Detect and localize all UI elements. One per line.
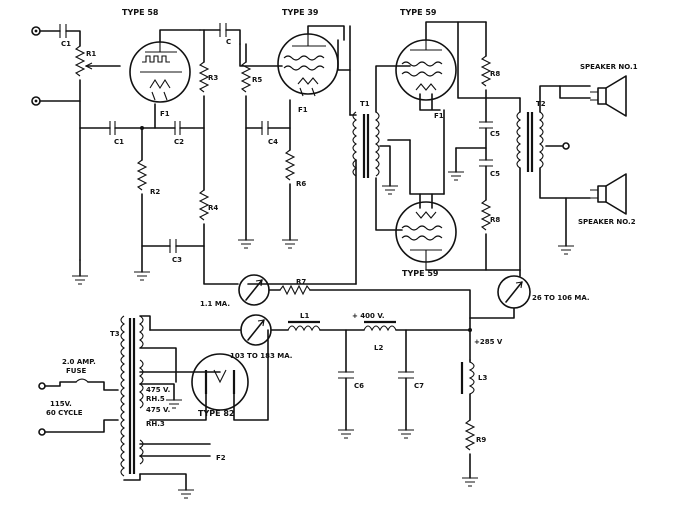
label-c-coupling: C — [226, 38, 231, 46]
tube-type-59-bottom — [395, 193, 521, 271]
label-285v: +285 V — [474, 338, 503, 346]
label-r8-top: R8 — [490, 70, 500, 78]
label-c1b: C1 — [114, 138, 124, 146]
labels: TYPE 58 TYPE 39 TYPE 59 TYPE 59 TYPE 82 … — [46, 8, 638, 462]
label-c5-top: C5 — [490, 130, 500, 138]
label-meter-103-183ma: 103 TO 183 MA. — [230, 352, 292, 360]
label-mains-frequency: 60 CYCLE — [46, 409, 83, 417]
power-transformer-t3 — [120, 315, 221, 499]
stage1-plate — [198, 23, 241, 285]
label-tap-475v-2: 475 V. — [146, 406, 170, 414]
stage2-grid-network — [238, 43, 298, 249]
label-mains-voltage: 115V. — [50, 400, 72, 408]
label-r2: R2 — [150, 188, 160, 196]
label-meter-26-106ma: 26 TO 106 MA. — [532, 294, 590, 302]
label-l1: L1 — [300, 312, 309, 320]
input-terminals — [31, 26, 41, 106]
output-tube-cathode-network — [387, 109, 487, 195]
label-t1: T1 — [360, 100, 370, 108]
label-tap-475v-1: 475 V. — [146, 386, 170, 394]
label-l3: L3 — [478, 374, 487, 382]
label-meter-1-1ma: 1.1 MA. — [200, 300, 230, 308]
label-l2: L2 — [374, 344, 383, 352]
stage2-plate-to-t1 — [247, 25, 357, 285]
label-r1: R1 — [86, 50, 96, 58]
label-r6: R6 — [296, 180, 306, 188]
r8-c5-divider — [457, 21, 493, 271]
tube-type-59-top — [395, 21, 521, 111]
mains-input — [38, 378, 119, 436]
transformer-t2 — [516, 85, 591, 271]
label-400v: + 400 V. — [352, 312, 385, 320]
input-wiring — [39, 24, 121, 285]
label-r7: R7 — [296, 278, 306, 286]
label-fuse: FUSE — [66, 367, 87, 375]
label-t2: T2 — [536, 100, 546, 108]
label-r4: R4 — [208, 204, 218, 212]
label-c6: C6 — [354, 382, 364, 390]
label-speaker-2: SPEAKER NO.2 — [578, 218, 636, 226]
rectifier-type-82 — [149, 329, 269, 421]
label-t3: T3 — [110, 330, 120, 338]
label-c3: C3 — [172, 256, 182, 264]
label-type-59-bottom: TYPE 59 — [402, 269, 439, 278]
label-tap-rh3: RH.3 — [146, 420, 165, 428]
label-c7: C7 — [414, 382, 424, 390]
label-f1-b: F1 — [298, 106, 308, 114]
label-f2: F2 — [216, 454, 226, 462]
label-f1-c: F1 — [434, 112, 444, 120]
label-r5: R5 — [252, 76, 262, 84]
label-speaker-1: SPEAKER NO.1 — [580, 63, 638, 71]
tube-type-58 — [129, 29, 201, 103]
label-type-58: TYPE 58 — [122, 8, 159, 17]
label-type-39: TYPE 39 — [282, 8, 319, 17]
label-c4: C4 — [268, 138, 278, 146]
tube-type-39 — [277, 25, 351, 97]
label-r3: R3 — [208, 74, 218, 82]
meter-driver-stage — [238, 274, 471, 319]
label-type-82: TYPE 82 — [198, 409, 235, 418]
label-tap-rh5: RH.5 — [146, 395, 165, 403]
label-c1a: C1 — [61, 40, 71, 48]
label-type-59-top: TYPE 59 — [400, 8, 437, 17]
label-c5-bottom: C5 — [490, 170, 500, 178]
transformer-t1 — [352, 65, 411, 231]
speaker-1 — [590, 75, 627, 117]
label-r9: R9 — [476, 436, 486, 444]
speaker-2 — [590, 173, 627, 215]
cathode-bus-stage1 — [79, 103, 205, 281]
label-f1-a: F1 — [160, 110, 170, 118]
label-fuse-rating: 2.0 AMP. — [62, 358, 96, 366]
meter-output-stage — [469, 269, 531, 319]
label-c2: C2 — [174, 138, 184, 146]
label-r8-bottom: R8 — [490, 216, 500, 224]
power-supply-filter — [149, 314, 478, 487]
